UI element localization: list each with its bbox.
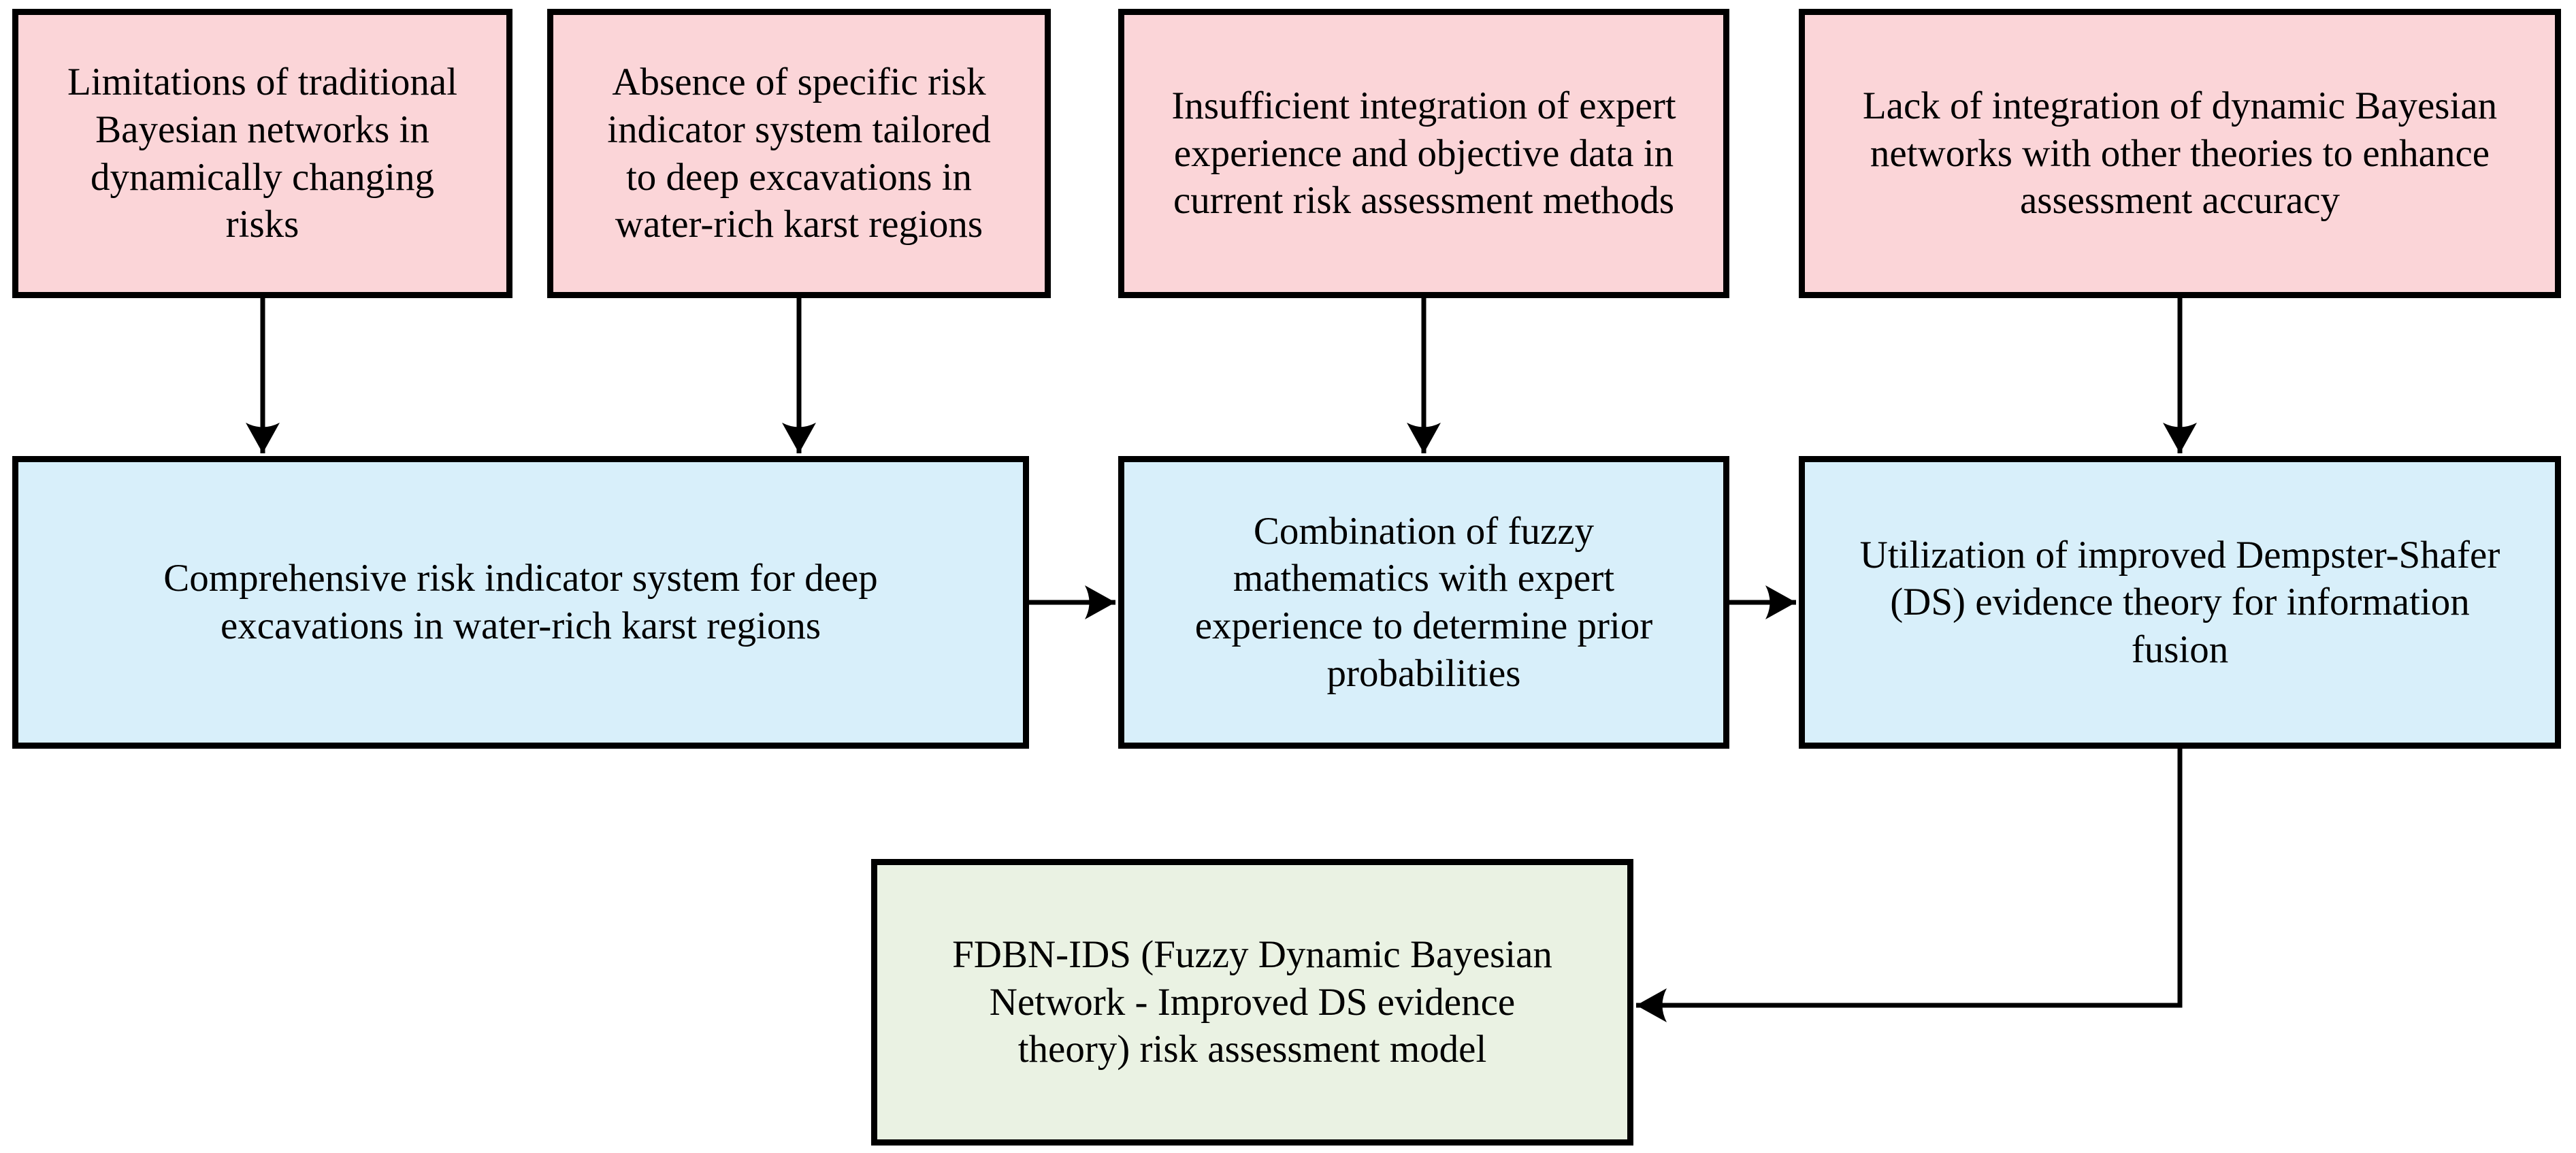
problem-box-insufficient-expert-data-integration-text: Insufficient integration of expert exper…: [1171, 84, 1676, 223]
problem-box-insufficient-expert-data-integration: Insufficient integration of expert exper…: [1118, 9, 1729, 298]
problem-box-no-specific-indicator-system: Absence of specific risk indicator syste…: [547, 9, 1051, 298]
method-box-improved-ds-evidence-fusion-text: Utilization of improved Dempster-Shafer …: [1859, 533, 2500, 671]
method-box-fuzzy-prior-probabilities-text: Combination of fuzzy mathematics with ex…: [1194, 509, 1653, 695]
arrow-ds-to-fdbn-model: [1636, 746, 2183, 1022]
result-box-fdbn-ids-model: FDBN-IDS (Fuzzy Dynamic Bayesian Network…: [871, 859, 1633, 1146]
method-box-comprehensive-indicator-system-text: Comprehensive risk indicator system for …: [163, 557, 878, 647]
problem-box-traditional-bn-limitations-text: Limitations of traditional Bayesian netw…: [67, 61, 458, 246]
method-box-improved-ds-evidence-fusion: Utilization of improved Dempster-Shafer …: [1799, 456, 2561, 749]
method-box-fuzzy-prior-probabilities: Combination of fuzzy mathematics with ex…: [1118, 456, 1729, 749]
problem-box-traditional-bn-limitations: Limitations of traditional Bayesian netw…: [12, 9, 512, 298]
problem-box-lack-dbn-theory-integration: Lack of integration of dynamic Bayesian …: [1799, 9, 2561, 298]
problem-box-no-specific-indicator-system-text: Absence of specific risk indicator syste…: [607, 61, 991, 246]
problem-box-lack-dbn-theory-integration-text: Lack of integration of dynamic Bayesian …: [1862, 84, 2498, 223]
method-box-comprehensive-indicator-system: Comprehensive risk indicator system for …: [12, 456, 1029, 749]
result-box-fdbn-ids-model-text: FDBN-IDS (Fuzzy Dynamic Bayesian Network…: [952, 933, 1552, 1071]
